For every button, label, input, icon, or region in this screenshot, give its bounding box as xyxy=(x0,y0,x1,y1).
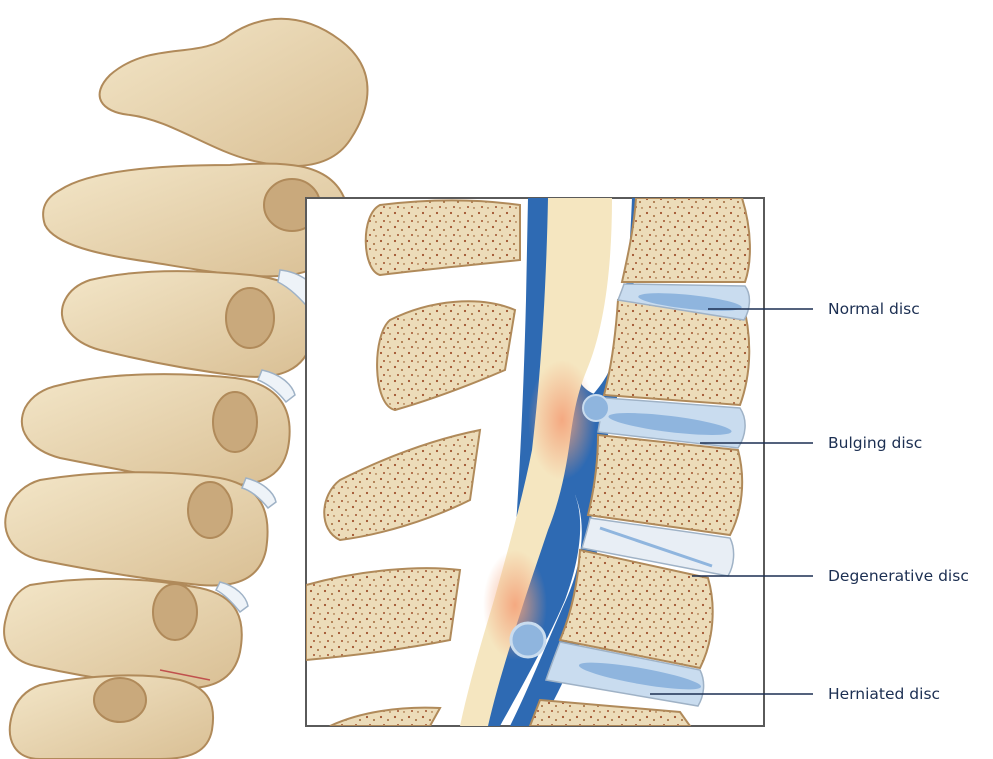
sagittal-inset xyxy=(306,198,764,726)
vertebral-body xyxy=(622,198,750,282)
label-herniated-disc: Herniated disc xyxy=(828,685,940,703)
label-degenerative-disc: Degenerative disc xyxy=(828,567,969,585)
label-normal-disc: Normal disc xyxy=(828,300,920,318)
label-bulging-disc: Bulging disc xyxy=(828,434,922,452)
